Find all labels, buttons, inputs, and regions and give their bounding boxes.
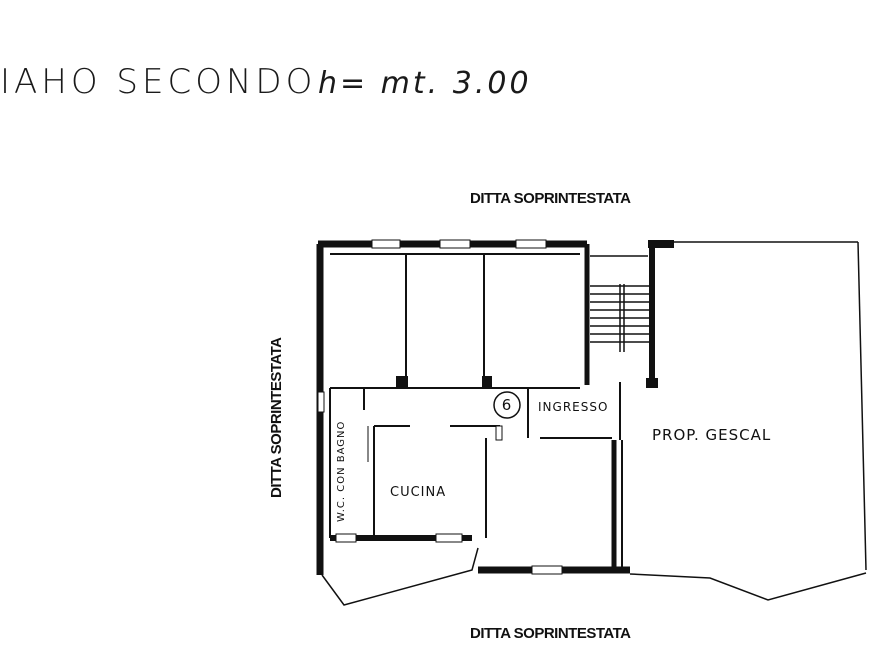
wall-posts [317,376,658,441]
staircase [590,255,650,352]
interior-partitions [329,253,623,570]
room-label-kitchen: CUCINA [390,485,446,500]
bottom-bay [321,547,867,606]
unit-number: 6 [502,396,513,414]
neighbor-label-bottom: DITTA SOPRINTESTATA [470,625,631,642]
unit-number-circle [493,391,521,419]
ceiling-height-note: h= mt. 3.00 [318,66,532,101]
room-label-bathroom: W.C. CON BAGNO [336,421,347,522]
room-label-entrance: INGRESSO [538,400,608,414]
windows-bottom [335,533,563,575]
room-label-adjacent-property: PROP. GESCAL [652,426,771,444]
neighbor-label-top: DITTA SOPRINTESTATA [470,190,631,207]
floor-title: IAHO SECONDO [0,62,317,102]
windows-top [371,239,547,249]
